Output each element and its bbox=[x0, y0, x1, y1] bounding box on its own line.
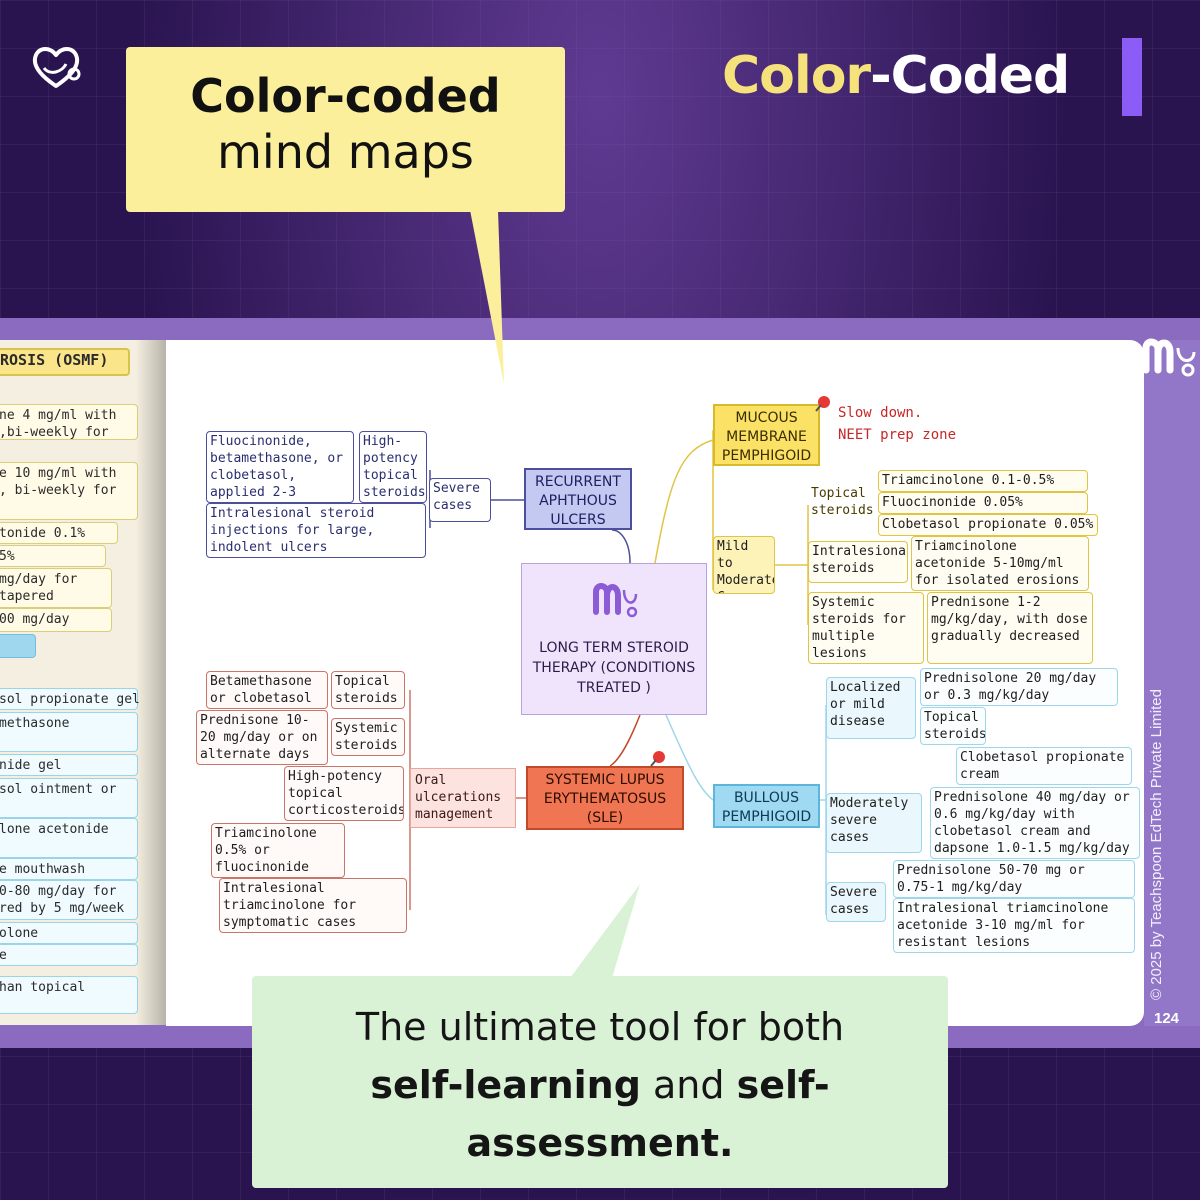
callout-bottom-line1: The ultimate tool for both bbox=[355, 1005, 845, 1049]
bp-clobetasol: Clobetasol propionate cream bbox=[956, 747, 1132, 785]
sle-topical-drug: Betamethasone or clobetasol bbox=[206, 671, 328, 709]
rau-intralesional: Intralesional steroid injections for lar… bbox=[206, 503, 426, 558]
bp-mod-drug: Prednisolone 40 mg/day or 0.6 mg/kg/day … bbox=[930, 787, 1140, 859]
mmp-systemic-drug: Prednisone 1-2 mg/kg/day, with dose grad… bbox=[927, 592, 1093, 664]
bp-topical: Topical steroids bbox=[920, 707, 986, 745]
m-logo-icon bbox=[1142, 338, 1196, 377]
left-page-box: tonide 0.1% bbox=[0, 522, 118, 544]
note-text: Slow down. NEET prep zone bbox=[838, 402, 956, 446]
mmp-t1: Triamcinolone 0.1-0.5% bbox=[878, 470, 1088, 492]
left-line: 0-80 mg/day for bbox=[0, 884, 117, 899]
left-page-box: 5% bbox=[0, 545, 106, 567]
left-line: mg/day for bbox=[0, 572, 78, 587]
note-line: NEET prep zone bbox=[838, 427, 957, 443]
left-page-box: olone bbox=[0, 922, 138, 944]
headline-part1: Color bbox=[722, 46, 871, 106]
rau-high-potency: High-potency topical steroids bbox=[359, 431, 427, 503]
left-line: ,bi-weekly for bbox=[0, 425, 109, 440]
headline: Color-Coded bbox=[722, 44, 1070, 108]
left-page-box: 00 mg/day bbox=[0, 608, 112, 632]
callout-bold: self-learning bbox=[370, 1063, 641, 1107]
left-page: ROSIS (OSMF) ne 4 mg/ml with ,bi-weekly f… bbox=[0, 340, 166, 1025]
sle-topical: Topical steroids bbox=[331, 671, 405, 709]
left-line: , bi-weekly for bbox=[0, 483, 117, 498]
pin-icon bbox=[650, 751, 665, 767]
sle-intralesional: Intralesional triamcinolone for symptoma… bbox=[219, 878, 407, 933]
rau-drugs: Fluocinonide, betamethasone, or clobetas… bbox=[206, 431, 354, 503]
page-number: 124 bbox=[1154, 1010, 1180, 1027]
left-page-box: methasone bbox=[0, 712, 138, 752]
mmp-t2: Fluocinonide 0.05% bbox=[878, 492, 1088, 514]
bp-node: BULLOUS PEMPHIGOID bbox=[713, 784, 820, 828]
sle-high-drug: Triamcinolone 0.5% or fluocinonide 0.5% bbox=[211, 823, 345, 878]
central-node-label: LONG TERM STEROID THERAPY (CONDITIONS TR… bbox=[532, 640, 696, 696]
left-page-title: ROSIS (OSMF) bbox=[0, 348, 130, 376]
bp-sev-drug1: Prednisolone 50-70 mg or 0.75-1 mg/kg/da… bbox=[893, 860, 1135, 898]
sle-oral: Oral ulcerations management bbox=[410, 768, 516, 828]
page-edge-strip bbox=[1144, 340, 1200, 1026]
callout-bottom-line2: self-learning and self- bbox=[252, 1056, 948, 1114]
left-line: e 10 mg/ml with bbox=[0, 466, 117, 481]
left-page-box: nide gel bbox=[0, 754, 138, 776]
mmp-topical: Topical steroids bbox=[811, 486, 874, 518]
left-page-box: sol ointment or bbox=[0, 778, 138, 818]
left-page-box: e 10 mg/ml with , bi-weekly for bbox=[0, 462, 138, 520]
left-page-box: 0-80 mg/day for red by 5 mg/week bbox=[0, 880, 138, 920]
left-page-teal-box bbox=[0, 634, 36, 658]
sle-high: High-potency topical corticosteroids bbox=[284, 766, 404, 821]
callout-bottom: The ultimate tool for both self-learning… bbox=[252, 976, 948, 1188]
left-page-box: lone acetonide bbox=[0, 818, 138, 858]
bp-sev-drug2: Intralesional triamcinolone acetonide 3-… bbox=[893, 898, 1135, 953]
mmp-t3: Clobetasol propionate 0.05% bbox=[878, 514, 1098, 536]
left-line: ne 4 mg/ml with bbox=[0, 408, 117, 423]
pin-icon bbox=[815, 396, 830, 412]
left-page-box: han topical bbox=[0, 976, 138, 1014]
mmp-node: MUCOUS MEMBRANE PEMPHIGOID bbox=[713, 404, 820, 466]
mmp-intralesional-drug: Triamcinolone acetonide 5-10mg/ml for is… bbox=[911, 536, 1089, 591]
callout-top: Color-coded mind maps bbox=[126, 47, 565, 212]
headline-part2: -Coded bbox=[870, 46, 1070, 106]
left-page-box: e bbox=[0, 944, 138, 966]
bp-moderate: Moderately severe cases bbox=[826, 793, 922, 853]
sle-systemic: Systemic steroids bbox=[331, 718, 405, 756]
callout-bold: assessment. bbox=[466, 1121, 734, 1165]
mmp-systemic: Systemic steroids for multiple lesions bbox=[808, 592, 924, 664]
central-node: LONG TERM STEROID THERAPY (CONDITIONS TR… bbox=[521, 563, 707, 715]
mmp-intralesional: Intralesional steroids bbox=[808, 541, 908, 583]
rau-severe: Severe cases bbox=[429, 478, 491, 522]
left-page-box: mg/day for tapered bbox=[0, 568, 112, 608]
left-page-box: sol propionate gel bbox=[0, 688, 140, 710]
callout-top-line1: Color-coded bbox=[190, 69, 501, 123]
sle-systemic-drug: Prednisone 10-20 mg/day or on alternate … bbox=[196, 710, 328, 765]
rau-node: RECURRENT APHTHOUS ULCERS bbox=[524, 468, 632, 530]
heart-stethoscope-logo-icon bbox=[32, 47, 81, 88]
bp-loc-drug: Prednisolone 20 mg/day or 0.3 mg/kg/day bbox=[920, 668, 1118, 706]
left-line: tapered bbox=[0, 589, 54, 604]
note-line: Slow down. bbox=[838, 405, 923, 421]
bp-severe: Severe cases bbox=[826, 882, 886, 922]
mmp-mild: Mild to Moderate Cases bbox=[713, 536, 775, 594]
callout-and: and bbox=[640, 1063, 737, 1107]
headline-accent-bar bbox=[1122, 38, 1142, 116]
callout-bottom-line3: assessment. bbox=[252, 1114, 948, 1172]
sle-node: SYSTEMIC LUPUS ERYTHEMATOSUS (SLE) bbox=[526, 766, 684, 830]
copyright-text: © 2025 by Teachspoon EdTech Private Limi… bbox=[1148, 689, 1165, 1000]
callout-bold: self- bbox=[736, 1063, 830, 1107]
callout-top-line2: mind maps bbox=[217, 125, 474, 179]
left-line: red by 5 mg/week bbox=[0, 901, 125, 916]
left-page-box: ne 4 mg/ml with ,bi-weekly for bbox=[0, 404, 138, 440]
left-page-box: e mouthwash bbox=[0, 858, 138, 880]
page-gutter-shadow bbox=[136, 340, 166, 1025]
bp-localized: Localized or mild disease bbox=[826, 677, 916, 739]
m-logo-icon bbox=[593, 583, 638, 618]
